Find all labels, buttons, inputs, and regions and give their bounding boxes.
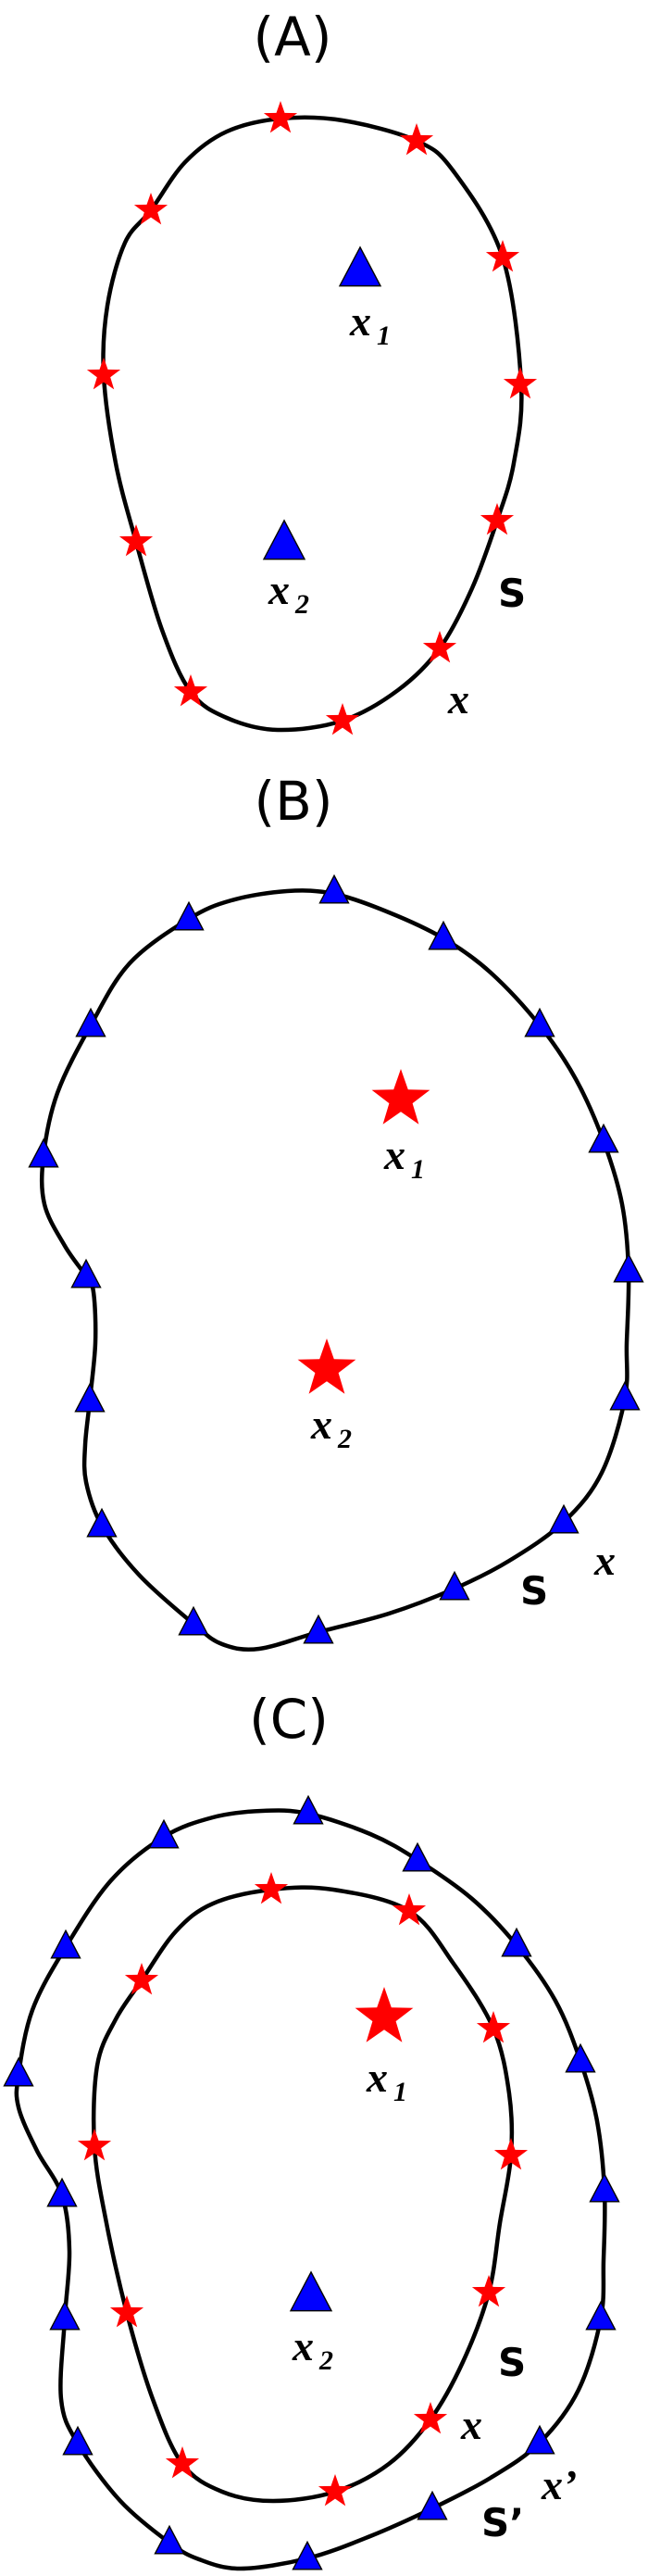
boundary-point-triangle-icon [585, 2300, 617, 2331]
panel-a-label: (A) [254, 6, 332, 69]
boundary-point-triangle-icon [402, 1841, 433, 1872]
curve-S [91, 1885, 515, 2504]
source-point-x1-star-icon [371, 1069, 430, 1125]
source-point-x1-triangle-icon [338, 245, 382, 287]
panel-b-boundary-markers [28, 873, 644, 1644]
source-point-x1-star-icon [355, 1987, 414, 2042]
boundary-point-triangle-icon [74, 1382, 106, 1413]
boundary-point-star-icon [503, 367, 538, 399]
boundary-point-star-icon [263, 101, 298, 133]
boundary-point-triangle-icon [49, 2300, 81, 2331]
boundary-point-triangle-icon [50, 1929, 81, 1959]
boundary-point-triangle-icon [178, 1605, 209, 1636]
boundary-point-star-icon [109, 2295, 144, 2328]
boundary-point-triangle-icon [293, 1794, 324, 1825]
boundary-point-star-icon [118, 524, 154, 557]
curve-S [39, 888, 631, 1652]
boundary-point-star-icon [77, 2129, 112, 2161]
boundary-point-star-icon [476, 2011, 511, 2043]
boundary-point-star-icon [318, 2474, 353, 2507]
curve-S [101, 115, 524, 733]
boundary-point-star-icon [173, 674, 208, 707]
boundary-point-triangle-icon [148, 1818, 180, 1849]
panel-c-boundary-markers [3, 1794, 620, 2570]
source-point-x2-triangle-icon [289, 2270, 333, 2312]
boundary-point-triangle-icon [154, 2524, 185, 2555]
boundary-point-triangle-icon [439, 1570, 470, 1601]
panel-a-boundary-markers [86, 101, 538, 735]
panel-c-label: (C) [249, 1688, 329, 1751]
boundary-point-star-icon [124, 1963, 159, 1995]
curve-label-s-prime: S’ [481, 2500, 524, 2545]
boundary-point-star-icon [399, 123, 434, 156]
boundary-point-star-icon [165, 2446, 200, 2479]
boundary-point-triangle-icon [417, 2490, 448, 2520]
boundary-point-star-icon [422, 631, 457, 663]
boundary-point-star-icon [254, 1872, 289, 1904]
boundary-point-triangle-icon [292, 2540, 323, 2570]
boundary-point-triangle-icon [524, 2424, 555, 2455]
boundary-point-triangle-icon [613, 1252, 644, 1283]
boundary-point-star-icon [485, 240, 520, 272]
curve-label-s: S [498, 571, 526, 616]
boundary-point-star-icon [413, 2402, 448, 2434]
panel-b-label: (B) [254, 770, 332, 833]
boundary-point-triangle-icon [565, 2042, 596, 2073]
panel-a-curves [101, 115, 524, 733]
boundary-point-triangle-icon [548, 1503, 579, 1534]
boundary-point-star-icon [133, 193, 168, 225]
curve-label-s: S [498, 2340, 526, 2385]
boundary-point-star-icon [392, 1893, 427, 1926]
point-label-x: x [447, 675, 469, 723]
point-label-x-prime: x’ [541, 2461, 577, 2508]
source-point-x2-star-icon [297, 1338, 356, 1394]
panel-a-labels: Sx [447, 571, 526, 723]
boundary-point-triangle-icon [588, 1123, 619, 1153]
curve-S-prime [14, 1808, 607, 2571]
boundary-point-triangle-icon [589, 2172, 620, 2203]
boundary-point-star-icon [480, 503, 515, 535]
panel-b-curves [39, 888, 631, 1652]
boundary-point-triangle-icon [62, 2425, 93, 2456]
point-label-x: x [460, 2401, 482, 2448]
boundary-point-triangle-icon [28, 1137, 59, 1168]
boundary-point-star-icon [471, 2275, 506, 2307]
boundary-point-triangle-icon [609, 1380, 641, 1411]
panel-c-curves [14, 1808, 607, 2571]
panel-c-labels: SxS’ x’ [460, 2340, 577, 2545]
point-label-x: x [593, 1537, 616, 1584]
boundary-point-triangle-icon [318, 873, 350, 904]
boundary-point-triangle-icon [303, 1614, 334, 1644]
boundary-point-triangle-icon [501, 1927, 532, 1957]
boundary-point-triangle-icon [46, 2177, 78, 2207]
boundary-point-triangle-icon [3, 2056, 34, 2087]
source-point-x2-triangle-icon [262, 519, 306, 560]
boundary-point-triangle-icon [428, 920, 459, 950]
curve-label-s: S [520, 1568, 548, 1614]
boundary-point-star-icon [493, 2138, 529, 2170]
boundary-point-triangle-icon [524, 1007, 555, 1037]
boundary-point-star-icon [86, 358, 121, 390]
panel-b-labels: Sx [520, 1537, 616, 1614]
boundary-point-triangle-icon [75, 1007, 106, 1037]
boundary-point-triangle-icon [70, 1258, 102, 1288]
boundary-point-triangle-icon [173, 900, 205, 931]
boundary-point-triangle-icon [86, 1507, 118, 1538]
boundary-point-star-icon [325, 703, 360, 735]
